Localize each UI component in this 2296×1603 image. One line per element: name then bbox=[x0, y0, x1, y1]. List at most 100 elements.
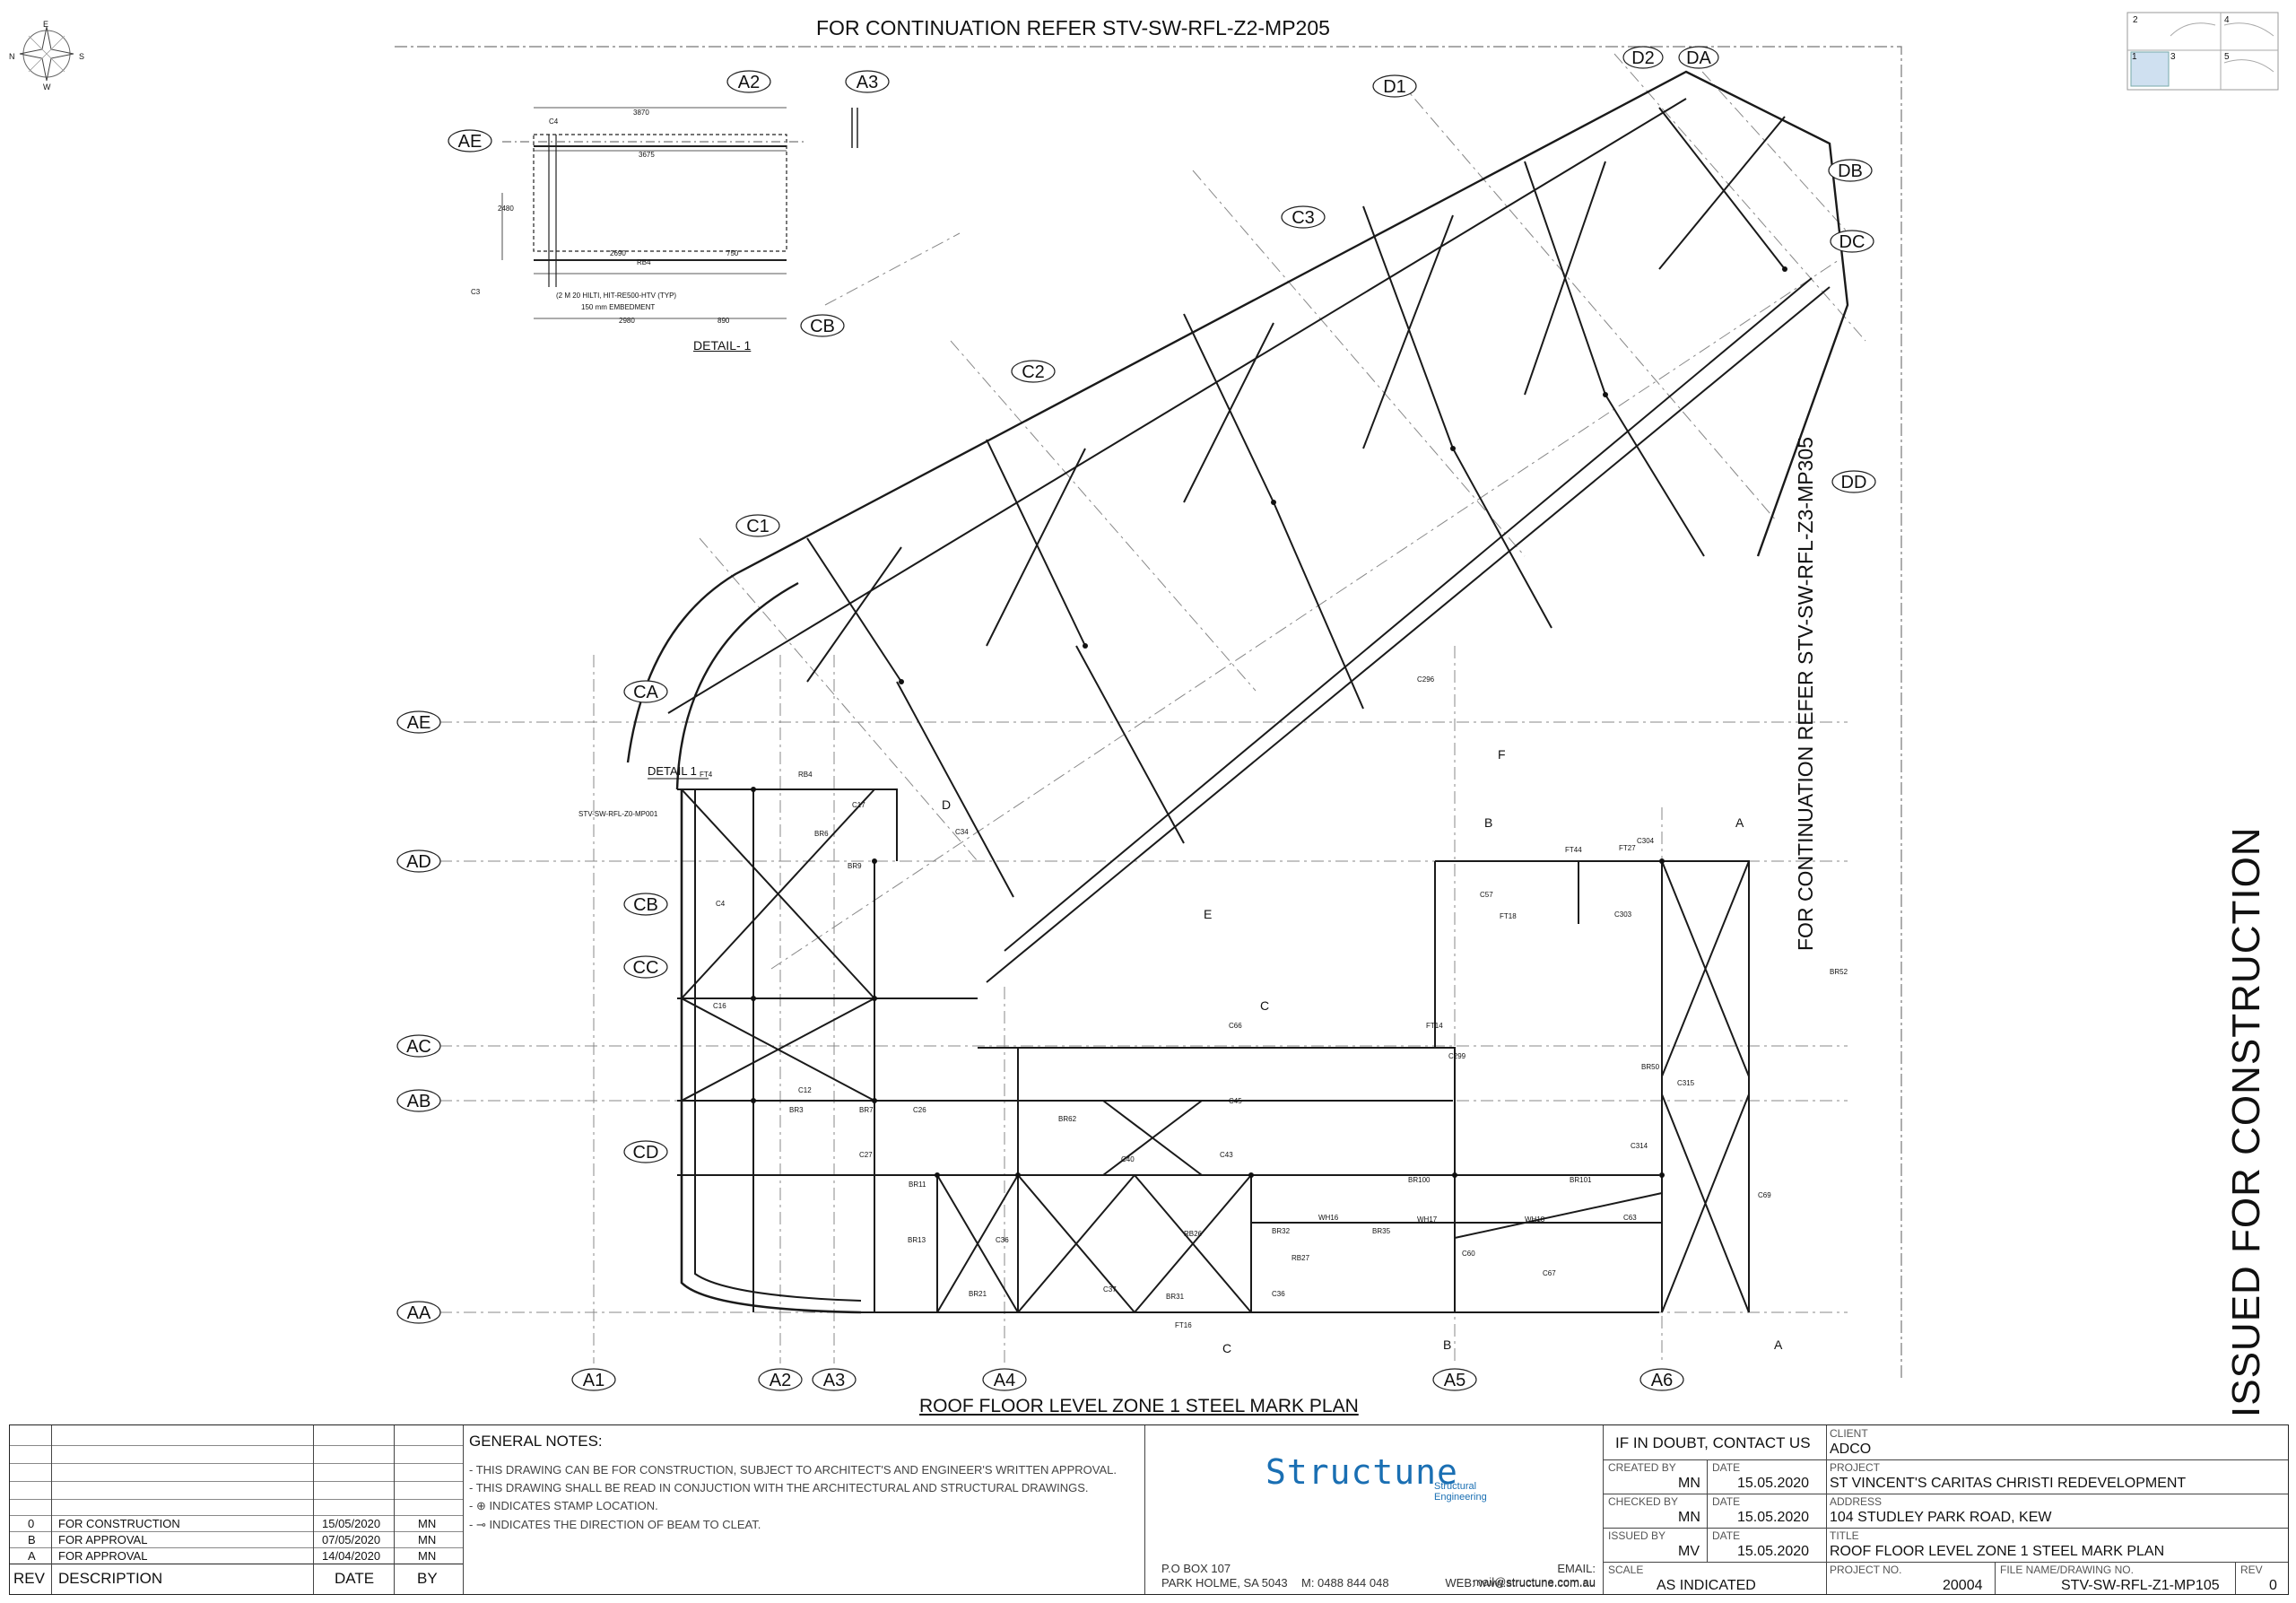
revision-row: A FOR APPROVAL 14/04/2020 MN bbox=[28, 1549, 437, 1563]
member-label: FT4 bbox=[700, 771, 713, 779]
member-label: C37 bbox=[1103, 1285, 1117, 1294]
svg-text:DD: DD bbox=[1841, 473, 1867, 492]
grid-bubble-detail-AE: AE bbox=[448, 129, 492, 152]
section-mark-B-bottom: B bbox=[1443, 1337, 1451, 1352]
company-block: Structune Structural Engineering P.O BOX… bbox=[1149, 1425, 1603, 1594]
member-label: C296 bbox=[1417, 675, 1435, 684]
svg-text:AB: AB bbox=[407, 1092, 431, 1111]
member-label: C40 bbox=[1121, 1155, 1135, 1163]
svg-text:CB: CB bbox=[810, 317, 835, 336]
checked-by: MN bbox=[1678, 1510, 1700, 1525]
member-label: C27 bbox=[859, 1151, 873, 1159]
member-label: C17 bbox=[852, 801, 865, 809]
grid-bubble-top-A3: A3 bbox=[845, 70, 890, 93]
member-label: C304 bbox=[1637, 837, 1655, 845]
member-label: C66 bbox=[1229, 1022, 1242, 1030]
member-label: C67 bbox=[1543, 1269, 1556, 1277]
grid-bubble-CD: CD bbox=[623, 1140, 668, 1163]
grid-bubble-C2: C2 bbox=[1011, 360, 1056, 383]
section-mark-C: C bbox=[1260, 998, 1269, 1013]
member-label: BR100 bbox=[1408, 1176, 1431, 1184]
detail-dim: 2690 bbox=[610, 249, 626, 257]
svg-text:A2: A2 bbox=[738, 73, 760, 92]
detail-ref-label: DETAIL 1 bbox=[648, 764, 697, 778]
general-notes-heading: GENERAL NOTES: bbox=[469, 1433, 603, 1450]
detail-note: C4 bbox=[549, 118, 559, 126]
member-label: WH17 bbox=[1417, 1215, 1438, 1224]
issued-by-label: ISSUED BY bbox=[1608, 1529, 1666, 1542]
detail-ref-sheet: STV-SW-RFL-Z0-MP001 bbox=[578, 810, 658, 818]
detail-dim: 2480 bbox=[498, 205, 514, 213]
member-label: C314 bbox=[1631, 1142, 1648, 1150]
member-label: BR21 bbox=[969, 1290, 987, 1298]
note-item: - ⊕ INDICATES STAMP LOCATION. bbox=[469, 1499, 658, 1512]
member-label: FT18 bbox=[1500, 912, 1517, 920]
detail-1-drawing bbox=[501, 107, 858, 319]
issued-for-construction-stamp: ISSUED FOR CONSTRUCTION bbox=[2224, 826, 2268, 1417]
grid-bubble-A1: A1 bbox=[571, 1368, 616, 1391]
project-no-label: PROJECT NO. bbox=[1830, 1564, 1902, 1576]
detail-dim: 3675 bbox=[639, 151, 655, 159]
file-value: STV-SW-RFL-Z1-MP105 bbox=[2061, 1578, 2220, 1593]
member-label: C36 bbox=[996, 1236, 1009, 1244]
grid-bubble-AD: AD bbox=[396, 849, 441, 873]
client-value: ADCO bbox=[1830, 1442, 1872, 1457]
checked-by-label: CHECKED BY bbox=[1608, 1495, 1679, 1508]
member-label: C69 bbox=[1758, 1191, 1771, 1199]
detail-dim: 890 bbox=[718, 317, 730, 325]
member-label: FT27 bbox=[1619, 844, 1636, 852]
company-mobile: M: 0488 844 048 bbox=[1301, 1576, 1389, 1590]
revision-row: B FOR APPROVAL 07/05/2020 MN bbox=[28, 1533, 437, 1546]
compass-point-label: E bbox=[43, 20, 48, 29]
svg-text:AE: AE bbox=[458, 132, 483, 152]
company-po-box: P.O BOX 107 bbox=[1161, 1562, 1231, 1575]
date-label: DATE bbox=[1712, 1495, 1741, 1508]
member-labels: FT4 RB4 C17 C34 BR6 BR9 C4 C16 C12 BR3 B… bbox=[700, 675, 1848, 1329]
member-label: FT16 bbox=[1175, 1321, 1192, 1329]
key-plan-zone-label: 3 bbox=[2170, 52, 2176, 62]
grid-bubble-C1: C1 bbox=[735, 514, 780, 537]
grid-bubble-A3: A3 bbox=[812, 1368, 857, 1391]
member-label: WH18 bbox=[1525, 1215, 1545, 1224]
svg-text:D1: D1 bbox=[1383, 77, 1406, 97]
grid-bubble-A2: A2 bbox=[758, 1368, 803, 1391]
svg-text:CD: CD bbox=[633, 1143, 659, 1163]
svg-text:D2: D2 bbox=[1631, 48, 1655, 68]
note-item: - THIS DRAWING SHALL BE READ IN CONJUCTI… bbox=[469, 1481, 1089, 1494]
section-mark-F: F bbox=[1498, 747, 1506, 762]
company-logo-sub: Structural Engineering bbox=[1434, 1481, 1487, 1503]
drawing-boundary bbox=[395, 46, 1902, 1381]
svg-text:A6: A6 bbox=[1651, 1371, 1673, 1390]
detail-callout: DETAIL 1 STV-SW-RFL-Z0-MP001 bbox=[578, 764, 709, 818]
key-plan-zone-label: 2 bbox=[2133, 15, 2138, 25]
member-label: BR3 bbox=[789, 1106, 804, 1114]
project-no-value: 20004 bbox=[1943, 1578, 1983, 1593]
top-continuation-reference: FOR CONTINUATION REFER STV-SW-RFL-Z2-MP2… bbox=[816, 16, 1330, 39]
detail-dim: 3870 bbox=[633, 109, 649, 117]
grid-bubble-DD: DD bbox=[1831, 470, 1876, 493]
file-label: FILE NAME/DRAWING NO. bbox=[2000, 1564, 2134, 1576]
compass-icon bbox=[19, 26, 74, 82]
svg-text:C2: C2 bbox=[1022, 362, 1045, 382]
created-by-label: CREATED BY bbox=[1608, 1461, 1676, 1474]
detail-note: C3 bbox=[471, 288, 481, 296]
member-label: BR9 bbox=[848, 862, 862, 870]
compass-point-label: N bbox=[9, 52, 15, 61]
member-label: BR101 bbox=[1570, 1176, 1592, 1184]
member-label: BR7 bbox=[859, 1106, 874, 1114]
member-label: C57 bbox=[1480, 891, 1493, 899]
svg-text:A5: A5 bbox=[1444, 1371, 1465, 1390]
svg-text:AC: AC bbox=[406, 1037, 431, 1057]
grid-bubble-AA: AA bbox=[396, 1301, 441, 1324]
svg-text:CC: CC bbox=[633, 958, 659, 978]
grid-bubble-D1: D1 bbox=[1372, 74, 1417, 98]
member-label: BR13 bbox=[908, 1236, 926, 1244]
grid-bubble-CC: CC bbox=[623, 955, 668, 979]
section-mark-A: A bbox=[1735, 815, 1744, 830]
svg-text:A3: A3 bbox=[823, 1371, 845, 1390]
project-label: PROJECT bbox=[1830, 1461, 1881, 1474]
member-label: BR52 bbox=[1830, 968, 1848, 976]
rev-label: REV bbox=[2240, 1564, 2263, 1576]
svg-text:CA: CA bbox=[633, 683, 658, 702]
section-mark-E: E bbox=[1204, 907, 1212, 921]
